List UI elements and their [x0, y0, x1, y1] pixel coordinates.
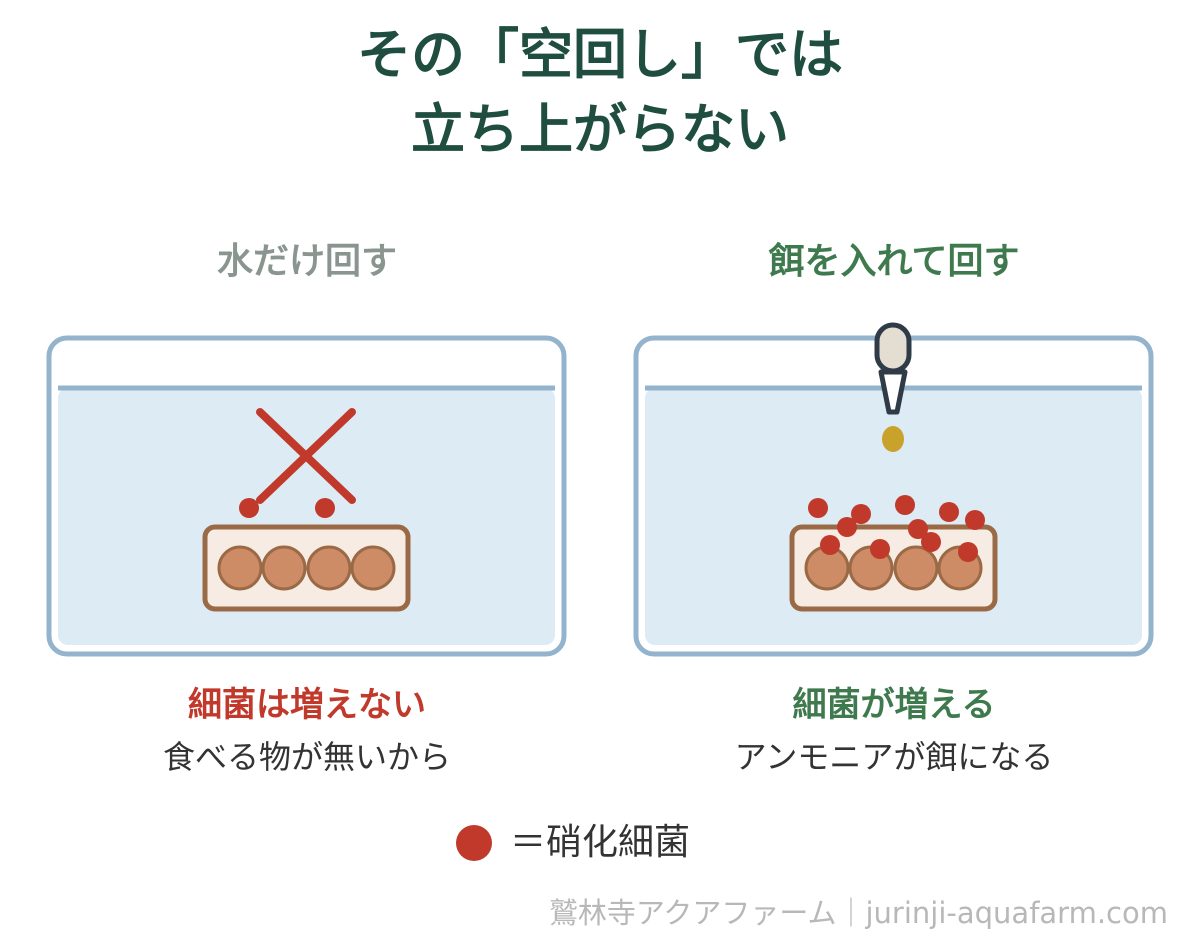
- bacteria-cluster: [808, 495, 985, 562]
- bacteria-dot: [895, 495, 915, 515]
- bacteria-dot: [965, 510, 985, 530]
- bacteria-dot: [870, 539, 890, 559]
- bacteria-dot: [958, 542, 978, 562]
- right-tank-water: [645, 388, 1142, 645]
- bacteria-dot: [239, 498, 259, 518]
- bacteria-dot: [908, 519, 928, 539]
- legend-label: ＝硝化細菌: [510, 822, 691, 863]
- left-media-ball: [350, 545, 396, 591]
- bacteria-dot: [939, 502, 959, 522]
- right-panel-result: 細菌が増える: [792, 685, 996, 725]
- legend-bacteria-dot-icon: [456, 825, 492, 861]
- bacteria-dot: [315, 498, 335, 518]
- left-panel-description: 食べる物が無いから: [162, 738, 451, 776]
- cross-mark-icon: [256, 408, 356, 504]
- right-tank: [633, 322, 1154, 657]
- page-title-line2: 立ち上がらない: [411, 98, 789, 161]
- page-title-line1: その「空回し」では: [357, 23, 843, 86]
- bacteria-dot: [851, 504, 871, 524]
- bacteria-dot: [808, 498, 828, 518]
- right-panel-description: アンモニアが餌になる: [734, 738, 1054, 776]
- bacteria-dot: [921, 532, 941, 552]
- bacteria-dot: [837, 517, 857, 537]
- left-tank: [46, 335, 567, 657]
- food-pellet-icon: [882, 426, 904, 452]
- left-panel-result: 細菌は増えない: [188, 685, 426, 725]
- bacteria-dot: [820, 535, 840, 555]
- left-tank-water: [58, 388, 555, 645]
- dropper-icon: [874, 322, 912, 415]
- footer-credit: 鷲林寺アクアファーム｜jurinji-aquafarm.com: [548, 896, 1168, 930]
- left-panel-heading: 水だけ回す: [216, 241, 397, 282]
- right-media-ball: [893, 545, 939, 591]
- left-media-ball: [261, 545, 307, 591]
- left-media-ball: [217, 545, 263, 591]
- left-media-ball: [306, 545, 352, 591]
- right-panel-heading: 餌を入れて回す: [768, 241, 1020, 282]
